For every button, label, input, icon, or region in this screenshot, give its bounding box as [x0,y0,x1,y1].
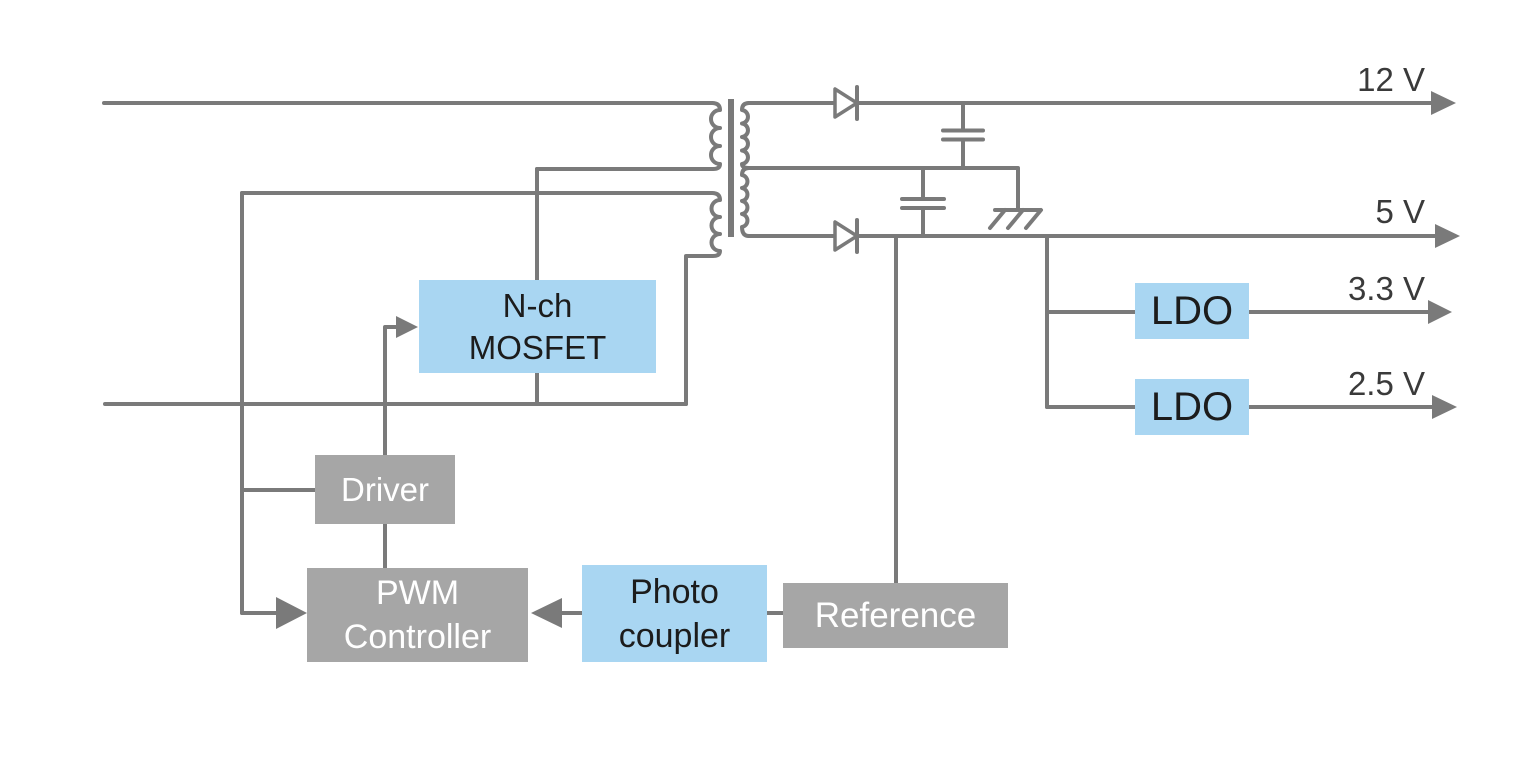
primary-winding-1 [535,101,722,171]
photo-label-line1: Photo [630,572,719,611]
center-tap-line [747,166,1020,211]
gate-arrow-icon [396,316,418,338]
driver-label: Driver [341,470,429,508]
ldo-2v5-block: LDO [1135,379,1249,435]
mosfet-label-line1: N-ch [502,286,573,324]
pwm-label-line1: PWM [375,574,460,612]
output-label-3v3: 3.3 V [1347,270,1425,307]
photo-label-line2: coupler [618,616,731,655]
mosfet-label-line2: MOSFET [468,328,607,366]
transformer-icon [240,99,751,406]
driver-block: Driver [315,455,455,524]
capacitor-5v-icon [900,166,946,238]
chassis-ground-icon [988,208,1043,230]
ldo-3v3-block: LDO [1135,283,1249,339]
arrow-12v-icon [1431,91,1456,115]
photo-pwm-arrow-icon [531,598,562,628]
primary-winding-2 [240,191,722,406]
diode-12v-icon [833,85,859,121]
output-label-12v: 12 V [1357,61,1425,98]
reference-block: Reference [783,583,1008,648]
output-label-5v: 5 V [1375,193,1425,230]
diode-5v-icon [833,218,859,254]
arrow-2v5-icon [1432,395,1457,419]
photo-coupler-block: Photo coupler [582,565,767,662]
ldo-2v5-label: LDO [1150,384,1234,429]
mosfet-block: N-ch MOSFET [419,280,656,373]
pwm-controller-block: PWM Controller [307,568,528,662]
gate-wire [383,325,400,457]
secondary-winding-bottom [740,166,751,238]
capacitor-12v-icon [941,101,985,170]
reference-label: Reference [814,595,977,635]
secondary-winding-top [740,101,751,170]
ldo-3v3-label: LDO [1150,288,1234,333]
output-label-2v5: 2.5 V [1347,365,1425,402]
pwm-input-arrow-icon [276,597,307,629]
pwm-label-line2: Controller [343,618,492,656]
arrow-5v-icon [1435,224,1460,248]
arrow-3v3-icon [1428,300,1452,324]
